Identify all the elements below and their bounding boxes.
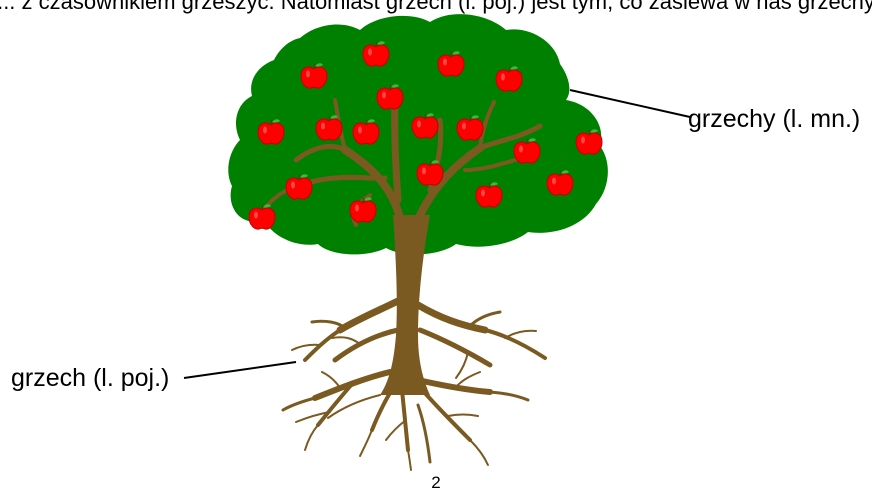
label-sin-singular: grzech (l. poj.): [11, 364, 169, 392]
label-sins-plural: grzechy (l. mn.): [688, 105, 860, 133]
page-number: 2: [431, 473, 440, 492]
cropped-top-text: [... z czasownikiem grzeszyć. Natomiast …: [0, 0, 872, 14]
pointer-line-sin: [184, 362, 296, 378]
